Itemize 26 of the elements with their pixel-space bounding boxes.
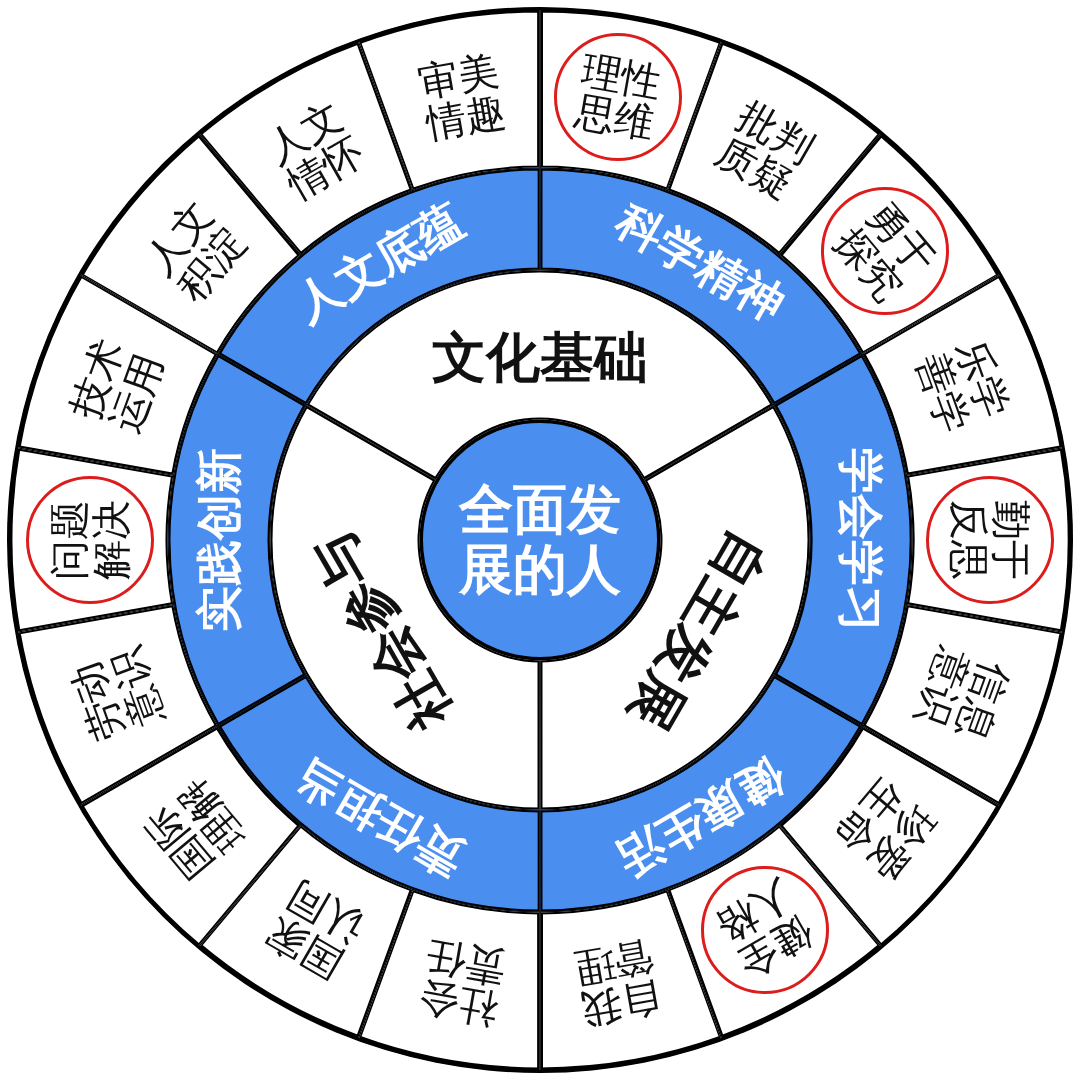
segment-label: 批判质疑: [709, 93, 821, 207]
band-label: 实践创新: [193, 448, 245, 632]
segment-label: 乐学善学: [909, 334, 1017, 439]
band-label: 学会学习: [835, 448, 887, 632]
segment-label: 国家认同: [259, 873, 371, 987]
segment-label: 人文积淀: [137, 192, 254, 309]
highlight-circle: [701, 865, 829, 994]
segment-label: 劳动意识: [63, 641, 171, 746]
segment-label: 审美情趣: [415, 48, 509, 146]
core-label: 全面发展的人: [459, 479, 621, 601]
segment-label: 健全人格: [709, 873, 821, 987]
segment-label: 国际理解: [137, 771, 254, 888]
segment-label: 信息意识: [909, 641, 1017, 746]
segment-label: 社会责任: [415, 934, 509, 1032]
segment-label: 勇于探究: [826, 192, 943, 309]
segment-label: 人文情怀: [259, 93, 371, 207]
segment-label: 珍爱生命: [826, 771, 943, 888]
segment-label: 技术运用: [63, 334, 171, 439]
segment-label: 问题解决: [47, 500, 133, 580]
domain-label: 文化基础: [432, 328, 648, 388]
highlight-circle: [926, 476, 1054, 604]
segment-label: 理性思维: [571, 48, 665, 146]
highlight-circle: [26, 476, 154, 604]
segment-label: 勤于反思: [947, 500, 1033, 580]
highlight-circle: [554, 32, 683, 161]
segment-label: 自我管理: [571, 934, 665, 1032]
